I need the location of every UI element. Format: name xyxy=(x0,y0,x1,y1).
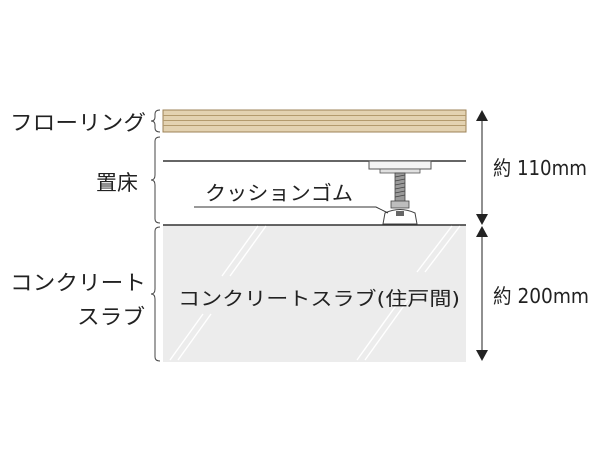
slab-glare-lines xyxy=(169,225,461,361)
slab-label-line2: スラブ xyxy=(77,305,145,329)
brace-icon xyxy=(150,109,161,362)
dimension-lower xyxy=(476,226,488,361)
cushion-rubber xyxy=(382,209,418,225)
pedestal-support xyxy=(368,160,432,209)
concrete-slab xyxy=(163,224,466,362)
flooring-label: フローリング xyxy=(10,111,146,135)
dimension-upper-label: 約 110mm xyxy=(493,156,587,180)
arrow-up-icon xyxy=(476,226,488,237)
arrow-down-icon xyxy=(476,350,488,361)
raised-floor-label: 置床 xyxy=(96,171,138,195)
dimension-lower-label: 約 200mm xyxy=(493,284,589,308)
dimension-upper xyxy=(476,110,488,225)
slab-label-line1: コンクリート xyxy=(10,271,146,295)
cushion-rubber-label: クッションゴム xyxy=(205,181,353,205)
slab-inner-label: コンクリートスラブ(住戸間) xyxy=(178,287,460,310)
arrow-up-icon xyxy=(476,110,488,121)
arrow-down-icon xyxy=(476,214,488,225)
flooring-layer xyxy=(162,109,467,133)
cushion-rubber-leader xyxy=(194,206,389,214)
